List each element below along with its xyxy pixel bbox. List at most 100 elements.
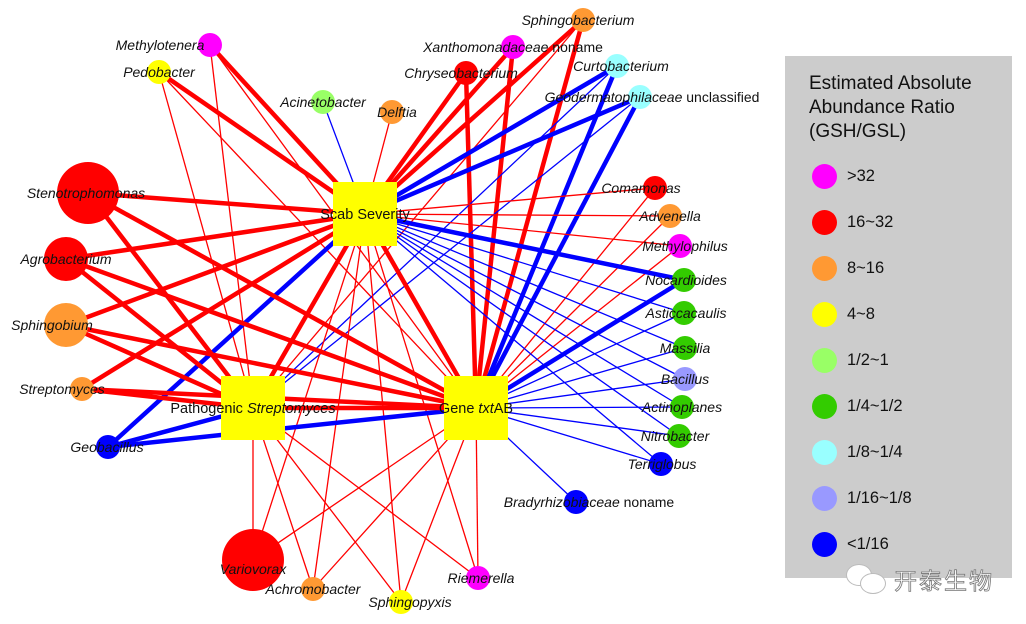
edge-stenotrophomonas-gene	[86, 191, 478, 410]
taxon-node-sphingopyxis[interactable]	[389, 590, 413, 614]
taxon-label-comamonas: Comamonas	[601, 180, 680, 196]
edge-geodermatophilaceae-path	[252, 96, 641, 409]
legend-item: 1/16~1/8	[812, 485, 912, 511]
edge-massilia-scab	[364, 213, 686, 349]
taxon-label-stenotrophomonas: Stenotrophomonas	[27, 185, 145, 201]
taxon-label-nitrobacter: Nitrobacter	[641, 428, 711, 444]
taxon-node-bradyrhizobiaceae[interactable]	[564, 490, 588, 514]
watermark-text: 开泰生物	[894, 569, 994, 596]
edge-streptomyces-scab	[80, 212, 367, 391]
taxon-node-agrobacterium[interactable]	[44, 237, 88, 281]
legend-color-dot	[812, 347, 837, 373]
taxon-label-sphingopyxis: Sphingopyxis	[368, 594, 451, 610]
taxon-node-chryseobacterium[interactable]	[454, 61, 478, 85]
taxon-label-agrobacterium: Agrobacterium	[19, 251, 111, 267]
edge-stenotrophomonas-path	[86, 191, 255, 410]
taxon-node-sphingobium[interactable]	[44, 303, 88, 347]
taxon-label-sphingobium: Sphingobium	[11, 317, 93, 333]
legend-title-line: Estimated Absolute	[809, 73, 972, 94]
edge-massilia-gene	[475, 347, 686, 409]
edge-agrobacterium-scab	[65, 211, 366, 262]
edge-scab-gene	[363, 212, 478, 410]
legend-label: 4~8	[847, 304, 875, 323]
legend-label: <1/16	[847, 534, 889, 553]
legend-color-dot	[812, 209, 837, 235]
taxon-node-acinetobacter[interactable]	[311, 90, 335, 114]
taxon-node-nitrobacter[interactable]	[667, 424, 691, 448]
taxon-node-methylotenera[interactable]	[198, 33, 222, 57]
edge-variovorax-gene	[252, 407, 477, 561]
taxon-node-bacillus[interactable]	[673, 367, 697, 391]
legend-item: >32	[812, 163, 875, 189]
hub-label-path: Pathogenic Streptomyces	[170, 401, 335, 417]
legend-item: 1/4~1/2	[812, 393, 903, 419]
edge-actinoplanes-gene	[475, 406, 683, 409]
edge-geobacillus-scab	[106, 212, 367, 449]
edge-bacillus-scab	[364, 213, 686, 380]
edge-curtobacterium-gene	[473, 65, 620, 409]
taxon-label-methylophilus: Methylophilus	[642, 238, 728, 254]
edge-sphingopyxis-path	[252, 407, 402, 603]
edge-advenella-scab	[364, 213, 671, 217]
legend-color-dot	[812, 393, 837, 419]
legend-item: 16~32	[812, 209, 893, 235]
hub-node-gene[interactable]	[444, 376, 508, 440]
taxon-node-advenella[interactable]	[658, 204, 682, 228]
taxon-node-achromobacter[interactable]	[301, 577, 325, 601]
edge-riemerella-path	[252, 407, 479, 579]
legend-title-line: Abundance Ratio	[809, 97, 955, 118]
wechat-icon	[846, 564, 886, 594]
hub-label-gene: Gene txtAB	[439, 401, 513, 417]
edge-sphingobacterium-scab	[363, 18, 585, 216]
taxon-node-riemerella[interactable]	[466, 566, 490, 590]
legend-color-dot	[812, 439, 837, 465]
edge-scab-path	[251, 212, 367, 410]
legend-item: 8~16	[812, 255, 884, 281]
edge-nitrobacter-gene	[475, 407, 680, 437]
taxon-node-comamonas[interactable]	[643, 176, 667, 200]
edge-asticcacaulis-gene	[475, 312, 685, 409]
edge-bacillus-gene	[475, 378, 686, 409]
taxon-node-terriglobus[interactable]	[649, 452, 673, 476]
taxon-label-chryseobacterium: Chryseobacterium	[404, 65, 518, 81]
taxon-node-geobacillus[interactable]	[96, 435, 120, 459]
legend-label: 1/16~1/8	[847, 488, 912, 507]
taxon-node-nocardioides[interactable]	[672, 268, 696, 292]
taxon-node-pedobacter[interactable]	[147, 60, 171, 84]
legend-item: 4~8	[812, 301, 875, 327]
taxon-node-sphingobacterium[interactable]	[571, 8, 595, 32]
legend-label: 1/4~1/2	[847, 396, 903, 415]
taxon-node-actinoplanes[interactable]	[670, 395, 694, 419]
taxon-label-streptomyces: Streptomyces	[19, 381, 105, 397]
taxon-node-asticcacaulis[interactable]	[672, 301, 696, 325]
taxon-node-variovorax[interactable]	[222, 529, 284, 591]
taxon-node-geodermatophilaceae[interactable]	[628, 85, 652, 109]
edge-variovorax-scab	[252, 213, 366, 561]
edge-comamonas-scab	[364, 187, 656, 215]
edge-nocardioides-gene	[474, 278, 686, 410]
taxon-node-methylophilus[interactable]	[668, 234, 692, 258]
taxon-label-achromobacter: Achromobacter	[265, 581, 362, 597]
edge-sphingobium-scab	[65, 211, 366, 328]
taxon-label-delftia: Delftia	[377, 104, 417, 120]
edge-nocardioides-scab	[364, 211, 685, 283]
edge-methylotenera-path	[209, 44, 254, 409]
taxon-node-xanthomonadaceae[interactable]	[501, 35, 525, 59]
taxon-node-stenotrophomonas[interactable]	[57, 162, 119, 224]
taxon-node-delftia[interactable]	[380, 100, 404, 124]
hub-node-scab[interactable]	[333, 182, 397, 246]
edge-curtobacterium-scab	[363, 64, 619, 216]
taxon-label-sphingobacterium: Sphingobacterium	[522, 12, 635, 28]
taxon-label-bacillus: Bacillus	[661, 371, 709, 387]
legend-label: 1/2~1	[847, 350, 889, 369]
taxon-label-riemerella: Riemerella	[448, 570, 515, 586]
taxon-node-curtobacterium[interactable]	[605, 54, 629, 78]
edge-pedobacter-gene	[158, 71, 477, 409]
taxon-node-streptomyces[interactable]	[70, 377, 94, 401]
legend-panel: Estimated Absolute Abundance Ratio (GSH/…	[785, 56, 1012, 578]
legend-label: 1/8~1/4	[847, 442, 903, 461]
watermark: 开泰生物	[846, 562, 994, 596]
taxon-node-massilia[interactable]	[673, 336, 697, 360]
hub-node-path[interactable]	[221, 376, 285, 440]
